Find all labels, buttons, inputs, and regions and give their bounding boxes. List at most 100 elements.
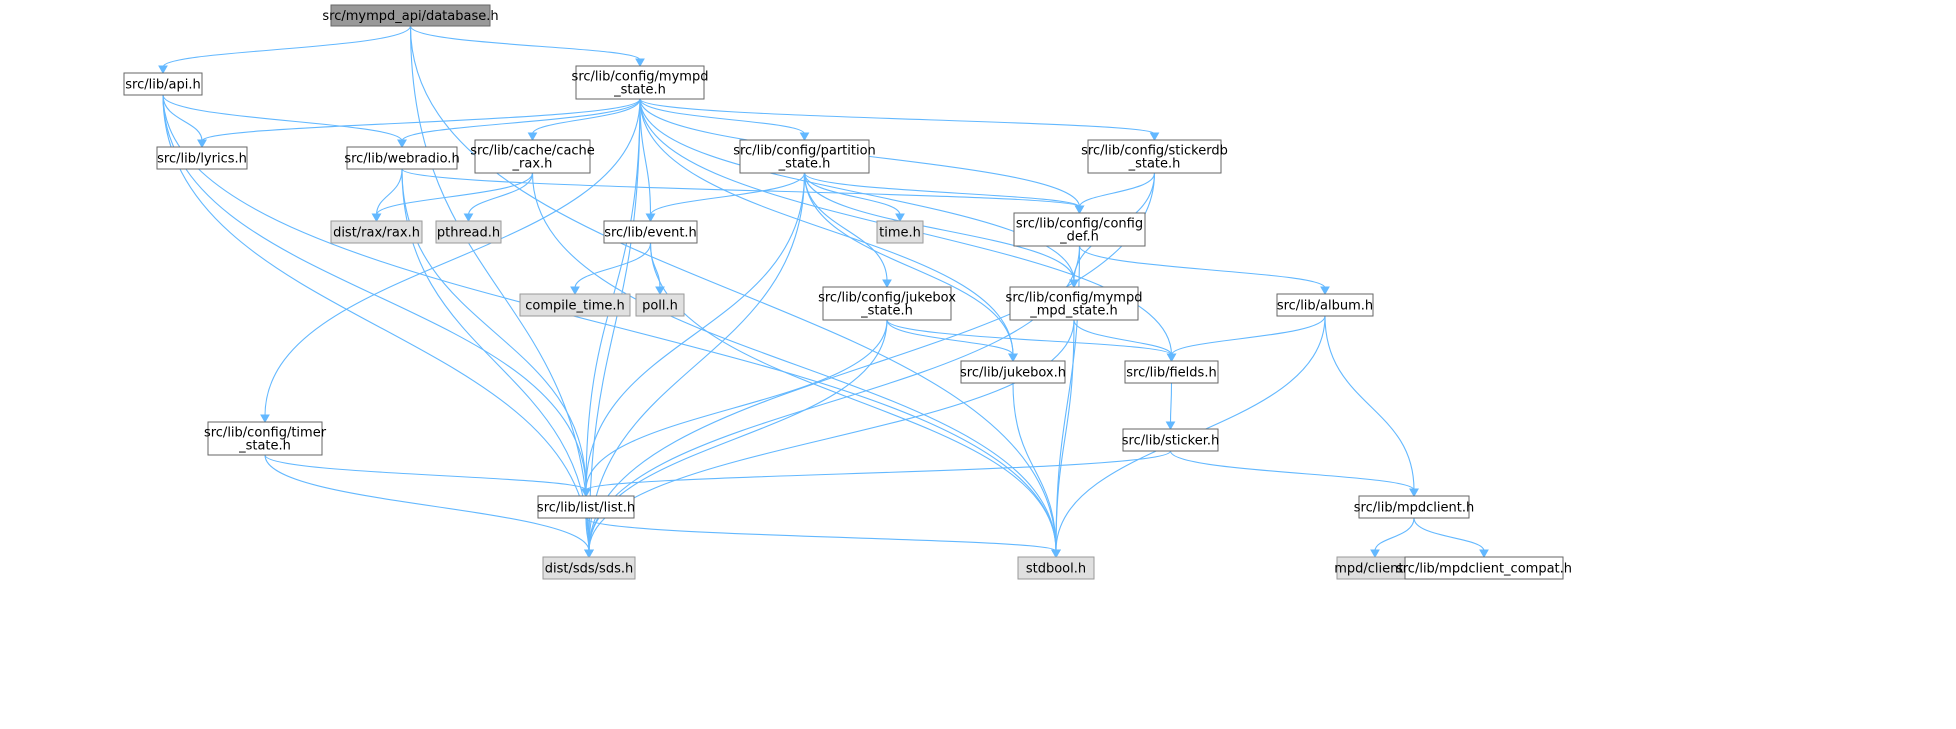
edge-mympd_state-to-stickerdb <box>639 98 1156 135</box>
node-timer[interactable]: src/lib/config/timer_state.h <box>204 421 327 456</box>
node-label-compile_time-0: compile_time.h <box>525 299 624 314</box>
edge-sticker-to-mpdclient <box>1169 450 1415 491</box>
node-box-mpdclient <box>1358 495 1470 519</box>
node-box-jukebox <box>960 360 1066 384</box>
edge-album-to-mpdclient <box>1324 315 1415 491</box>
node-box-jukebox_state <box>822 286 952 321</box>
arrowhead-album-to-fields <box>1166 353 1177 363</box>
node-box-time <box>876 220 924 244</box>
edge-mympd_state-to-jukebox <box>639 98 1014 356</box>
edge-api-to-webradio <box>162 94 403 142</box>
edge-partition-to-mpd_state <box>803 172 1075 282</box>
arrowhead-sticker-to-list <box>581 488 591 498</box>
node-config_def[interactable]: src/lib/config/config_def.h <box>1013 212 1146 247</box>
node-label-rax-0: dist/rax/rax.h <box>333 226 420 241</box>
node-box-partition <box>739 139 870 174</box>
arrowhead-mympd_state-to-partition <box>799 132 810 142</box>
node-pthread[interactable]: pthread.h <box>435 220 502 244</box>
node-label-api-0: src/lib/api.h <box>125 78 200 93</box>
node-stdbool[interactable]: stdbool.h <box>1017 556 1095 580</box>
edge-list-to-stdbool <box>585 517 1057 552</box>
node-cache_rax[interactable]: src/lib/cache/cache_rax.h <box>470 139 595 174</box>
edge-jukebox_state-to-list <box>585 319 888 491</box>
node-mpd_state[interactable]: src/lib/config/mympd_mpd_state.h <box>1006 286 1143 321</box>
edge-cache_rax-to-rax <box>375 172 534 216</box>
node-list[interactable]: src/lib/list/list.h <box>537 495 635 519</box>
edge-jukebox_state-to-jukebox <box>886 319 1014 356</box>
node-box-lyrics <box>156 146 248 170</box>
node-box-sticker <box>1122 428 1219 452</box>
node-box-event <box>603 220 698 244</box>
node-label-pthread-0: pthread.h <box>437 226 500 241</box>
edge-mympd_state-to-lyrics <box>201 98 641 142</box>
arrowhead-event-to-compile_time <box>570 286 580 296</box>
node-lyrics[interactable]: src/lib/lyrics.h <box>156 146 248 170</box>
node-api[interactable]: src/lib/api.h <box>123 72 203 96</box>
edge-cache_rax-to-pthread <box>467 172 534 216</box>
node-time[interactable]: time.h <box>876 220 924 244</box>
node-box-stdbool <box>1017 556 1095 580</box>
arrowhead-jukebox_state-to-jukebox <box>1008 353 1018 363</box>
edge-webradio-to-list <box>401 168 587 491</box>
node-label-timer-0: src/lib/config/timer <box>204 426 327 441</box>
arrowhead-partition-to-time <box>895 213 905 223</box>
node-jukebox[interactable]: src/lib/jukebox.h <box>960 360 1066 384</box>
node-label-mpdclient-0: src/lib/mpdclient.h <box>1354 501 1474 516</box>
node-box-poll <box>635 293 685 317</box>
arrowhead-cache_rax-to-rax <box>371 213 382 223</box>
arrowhead-mympd_state-to-timer <box>260 414 270 424</box>
arrowhead-stickerdb-to-config_def <box>1074 205 1085 215</box>
edge-database-to-stdbool <box>409 25 1057 552</box>
edge-mympd_state-to-cache_rax <box>531 98 641 135</box>
arrowhead-partition-to-event <box>645 213 656 223</box>
edge-webradio-to-rax <box>375 168 403 216</box>
edge-mpdclient-to-mpdclient_compat <box>1413 517 1485 552</box>
node-mympd_state[interactable]: src/lib/config/mympd_state.h <box>572 65 709 100</box>
node-partition[interactable]: src/lib/config/partition_state.h <box>733 139 876 174</box>
node-database[interactable]: src/mympd_api/database.h <box>322 4 499 27</box>
node-label-partition-1: _state.h <box>778 157 831 172</box>
node-box-timer <box>207 421 323 456</box>
node-rax[interactable]: dist/rax/rax.h <box>330 220 423 244</box>
node-label-jukebox_state-0: src/lib/config/jukebox <box>818 291 956 306</box>
node-label-mpd_state-1: _mpd_state.h <box>1029 304 1117 319</box>
arrowhead-sticker-to-mpdclient <box>1409 488 1419 498</box>
node-box-mympd_state <box>575 65 705 100</box>
edge-database-to-api <box>162 25 412 68</box>
node-webradio[interactable]: src/lib/webradio.h <box>344 146 460 170</box>
node-album[interactable]: src/lib/album.h <box>1276 293 1374 317</box>
node-event[interactable]: src/lib/event.h <box>603 220 698 244</box>
node-label-mympd_state-0: src/lib/config/mympd <box>572 70 709 85</box>
edge-cache_rax-to-stdbool <box>531 172 1057 552</box>
edge-fields-to-sticker <box>1169 382 1173 424</box>
node-label-mympd_state-1: _state.h <box>613 83 666 98</box>
node-label-list-0: src/lib/list/list.h <box>537 501 635 516</box>
node-compile_time[interactable]: compile_time.h <box>519 293 631 317</box>
node-mpdclient_compat[interactable]: src/lib/mpdclient_compat.h <box>1396 556 1572 580</box>
arrowhead-mympd_state-to-cache_rax <box>527 132 538 142</box>
node-label-stickerdb-1: _state.h <box>1128 157 1181 172</box>
node-box-mpd_state <box>1009 286 1139 321</box>
edge-api-to-lyrics <box>162 94 203 142</box>
node-mpdclient[interactable]: src/lib/mpdclient.h <box>1354 495 1474 519</box>
edge-database-to-sds <box>409 25 590 552</box>
edge-mympd_state-to-timer <box>264 98 641 417</box>
node-label-sticker-0: src/lib/sticker.h <box>1122 434 1219 449</box>
edge-mympd_state-to-mpd_state <box>639 98 1075 282</box>
arrowhead-mpdclient-to-mpd_client <box>1370 549 1380 559</box>
node-label-time-0: time.h <box>879 226 921 241</box>
edge-mpdclient-to-mpd_client <box>1374 517 1415 552</box>
edge-list-to-sds <box>585 517 590 552</box>
edge-partition-to-config_def <box>803 172 1081 208</box>
node-jukebox_state[interactable]: src/lib/config/jukebox_state.h <box>818 286 956 321</box>
node-mpd_client[interactable]: mpd/client.h <box>1334 556 1416 580</box>
node-fields[interactable]: src/lib/fields.h <box>1124 360 1219 384</box>
node-poll[interactable]: poll.h <box>635 293 685 317</box>
arrowhead-partition-to-jukebox_state <box>882 279 892 289</box>
node-sticker[interactable]: src/lib/sticker.h <box>1122 428 1219 452</box>
node-sds[interactable]: dist/sds/sds.h <box>542 556 636 580</box>
edge-sticker-to-list <box>585 450 1172 491</box>
nodes-layer: src/mympd_api/database.h src/lib/api.h src… <box>123 4 1572 580</box>
edge-mympd_state-to-sds <box>588 98 641 552</box>
node-stickerdb[interactable]: src/lib/config/stickerdb_state.h <box>1081 139 1228 174</box>
